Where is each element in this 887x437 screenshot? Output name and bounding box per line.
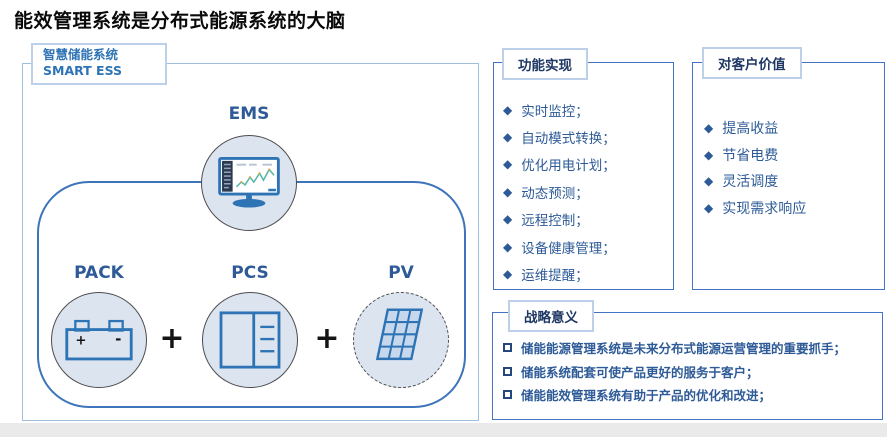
list-item: ◆实时监控； bbox=[503, 102, 589, 120]
customer-value-panel-title: 对客户价值 bbox=[702, 47, 802, 79]
customer-value-list: ◆提高收益 ◆节省电费 ◆灵活调度 ◆实现需求响应 bbox=[693, 115, 884, 221]
battery-icon: + - bbox=[65, 319, 133, 361]
diamond-bullet-icon: ◆ bbox=[704, 147, 714, 162]
footer-band bbox=[0, 423, 887, 437]
square-bullet-icon bbox=[503, 366, 512, 376]
pcs-label: PCS bbox=[231, 263, 269, 283]
list-item: 储能系统配套可使产品更好的服务于客户； bbox=[493, 360, 882, 384]
plus-sign-2: + bbox=[314, 321, 340, 356]
diamond-bullet-icon: ◆ bbox=[503, 267, 513, 282]
pcs-node bbox=[202, 292, 298, 388]
list-item: ◆节省电费 bbox=[704, 147, 779, 164]
solar-panel-icon bbox=[375, 308, 424, 361]
badge-line-en: SMART ESS bbox=[43, 63, 123, 79]
strategic-panel-title: 战略意义 bbox=[508, 300, 594, 332]
ems-label: EMS bbox=[228, 104, 270, 124]
diamond-bullet-icon: ◆ bbox=[704, 201, 714, 216]
page-title: 能效管理系统是分布式能源系统的大脑 bbox=[14, 10, 346, 32]
diamond-bullet-icon: ◆ bbox=[503, 212, 513, 227]
diamond-bullet-icon: ◆ bbox=[704, 174, 714, 189]
functions-panel: ◆实时监控； ◆自动模式转换； ◆优化用电计划； ◆动态预测； ◆远程控制； ◆… bbox=[493, 62, 674, 290]
diamond-bullet-icon: ◆ bbox=[503, 157, 513, 172]
badge-line-cn: 智慧储能系统 bbox=[43, 47, 119, 62]
list-item: ◆设备健康管理； bbox=[503, 239, 616, 257]
pack-label: PACK bbox=[74, 263, 124, 283]
diamond-bullet-icon: ◆ bbox=[503, 130, 513, 145]
battery-minus-mark: - bbox=[115, 330, 121, 348]
list-item: ◆远程控制； bbox=[503, 212, 589, 230]
diamond-bullet-icon: ◆ bbox=[704, 121, 714, 136]
square-bullet-icon bbox=[503, 390, 512, 400]
list-item: ◆实现需求响应 bbox=[704, 201, 807, 218]
diamond-bullet-icon: ◆ bbox=[503, 102, 513, 117]
list-item: 储能能效管理系统有助于产品的优化和改进； bbox=[493, 383, 882, 407]
square-bullet-icon bbox=[503, 343, 512, 353]
pack-node: + - bbox=[51, 292, 147, 388]
battery-plus-mark: + bbox=[75, 334, 86, 349]
list-item: ◆提高收益 bbox=[704, 121, 779, 138]
customer-value-panel: ◆提高收益 ◆节省电费 ◆灵活调度 ◆实现需求响应 bbox=[692, 62, 885, 290]
list-item: ◆自动模式转换； bbox=[503, 130, 616, 148]
plus-sign-1: + bbox=[159, 321, 185, 356]
pv-label: PV bbox=[388, 263, 414, 283]
list-item: ◆灵活调度 bbox=[704, 174, 779, 191]
list-item: 储能能源管理系统是未来分布式能源运营管理的重要抓手； bbox=[493, 336, 882, 360]
list-item: ◆优化用电计划； bbox=[503, 157, 616, 175]
strategic-list: 储能能源管理系统是未来分布式能源运营管理的重要抓手； 储能系统配套可使产品更好的… bbox=[493, 336, 882, 407]
smart-ess-badge: 智慧储能系统 SMART ESS bbox=[31, 43, 167, 85]
list-item: ◆动态预测； bbox=[503, 184, 589, 202]
diamond-bullet-icon: ◆ bbox=[503, 184, 513, 199]
pv-node bbox=[353, 292, 449, 388]
monitor-icon bbox=[218, 157, 280, 208]
functions-list: ◆实时监控； ◆自动模式转换； ◆优化用电计划； ◆动态预测； ◆远程控制； ◆… bbox=[494, 96, 673, 288]
inverter-cabinet-icon bbox=[219, 311, 281, 369]
functions-panel-title: 功能实现 bbox=[502, 48, 588, 80]
ems-node bbox=[201, 135, 297, 231]
diamond-bullet-icon: ◆ bbox=[503, 239, 513, 254]
list-item: ◆运维提醒； bbox=[503, 267, 589, 285]
